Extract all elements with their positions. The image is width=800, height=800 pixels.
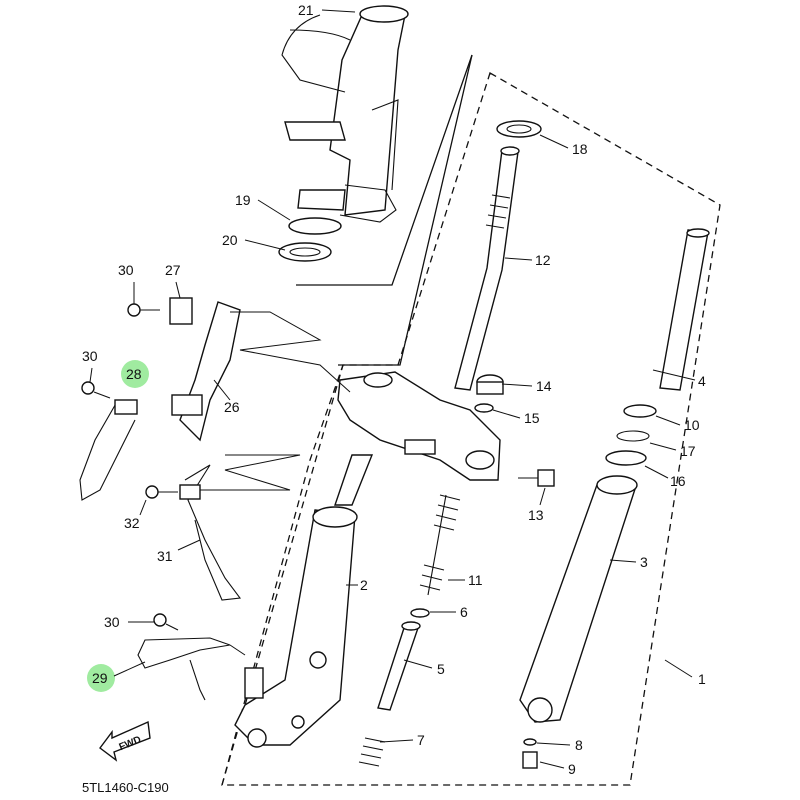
cap-bolt-body: [476, 381, 504, 395]
callout-4: 4: [698, 373, 706, 389]
assembly-outline: [338, 54, 473, 366]
left-fork-outer-tube: [234, 454, 374, 748]
hose-guide-29: [137, 637, 231, 701]
callout-5: 5: [437, 661, 445, 677]
steering-stem: [454, 146, 520, 391]
bolt-32: [145, 485, 178, 499]
callout-17: 17: [680, 443, 696, 459]
callout-30-top: 30: [118, 262, 134, 278]
bolt-30-mid: [81, 381, 111, 399]
fork-spring: [419, 494, 461, 596]
callout-16: 16: [670, 473, 686, 489]
bracket-26: [171, 301, 241, 442]
callout-10: 10: [684, 417, 700, 433]
callout-2: 2: [360, 577, 368, 593]
callout-26: 26: [224, 399, 240, 415]
callout-19: 19: [235, 192, 251, 208]
dust-seal: [605, 450, 647, 466]
bracket-guide-lines: [230, 311, 351, 393]
callout-30-bottom: 30: [104, 614, 120, 630]
under-bracket: [337, 371, 501, 481]
leader-lines: [89, 9, 696, 769]
callout-31: 31: [157, 548, 173, 564]
callout-8: 8: [575, 737, 583, 753]
highlight-29: [87, 664, 115, 692]
seal-clip: [616, 430, 650, 442]
head-pipe: [281, 5, 409, 223]
bearing-top-ring: [496, 120, 542, 138]
fork-assembly-dashed-boundary: [221, 72, 721, 786]
guide-lines-31: [200, 454, 301, 491]
callout-3: 3: [640, 554, 648, 570]
o-ring: [474, 403, 494, 413]
callout-15: 15: [524, 410, 540, 426]
right-fork-outer-tube: [519, 475, 638, 723]
callout-13: 13: [528, 507, 544, 523]
callout-18: 18: [572, 141, 588, 157]
callout-14: 14: [536, 378, 552, 394]
rebound-spring: [358, 737, 386, 767]
washer: [410, 608, 430, 618]
callout-27: 27: [165, 262, 181, 278]
drain-bolt: [522, 751, 538, 769]
callout-21: 21: [298, 2, 314, 18]
callout-9: 9: [568, 761, 576, 777]
guide-lines-29: [229, 644, 246, 656]
oil-seal: [623, 404, 657, 418]
highlight-28: [121, 360, 149, 388]
callout-30-mid: 30: [82, 348, 98, 364]
callout-12: 12: [535, 252, 551, 268]
callout-28: 28: [126, 366, 142, 382]
hose-guide-31: [179, 464, 242, 601]
hose-guide-28: [79, 399, 138, 501]
pinch-bolt: [518, 469, 555, 487]
bearing-race: [288, 217, 342, 235]
diagram-code: 5TL1460-C190: [82, 780, 169, 795]
callout-20: 20: [222, 232, 238, 248]
callout-6: 6: [460, 604, 468, 620]
right-fork-inner-tube: [659, 228, 710, 391]
upper-frame-outline: [296, 54, 473, 286]
clip-27: [169, 297, 193, 325]
callout-32: 32: [124, 515, 140, 531]
callout-29: 29: [92, 670, 108, 686]
ball-bearing-inner: [289, 247, 321, 257]
ball-bearing: [278, 242, 332, 262]
bearing-top-ring-inner: [506, 124, 532, 134]
callout-7: 7: [417, 732, 425, 748]
bolt-30-bottom: [153, 613, 179, 631]
damper-rod: [377, 621, 421, 711]
forward-arrow-icon: FWD: [99, 720, 151, 762]
bolt-30-top: [127, 303, 160, 317]
copper-washer: [523, 738, 537, 746]
callout-1: 1: [698, 671, 706, 687]
callout-11: 11: [468, 572, 483, 588]
